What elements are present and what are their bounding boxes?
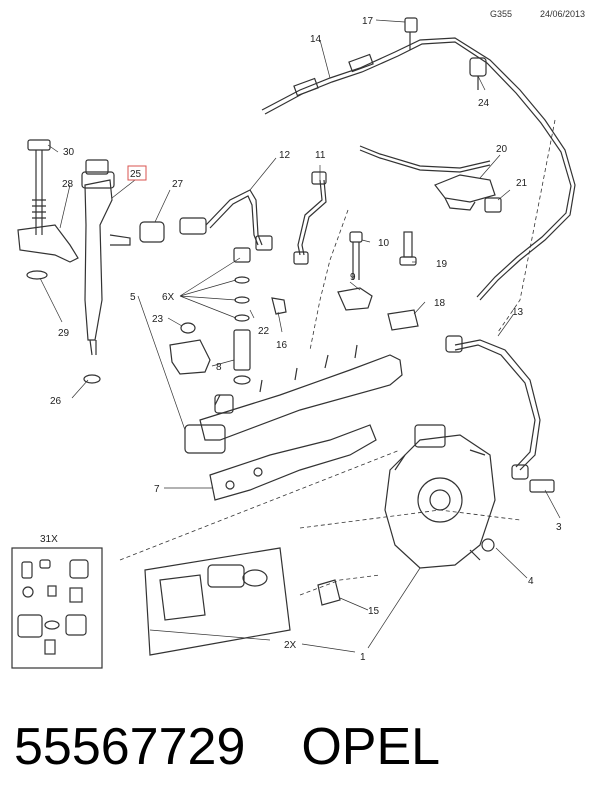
return-line-part[interactable] bbox=[261, 37, 576, 301]
fuel-pipe-part[interactable] bbox=[293, 171, 327, 265]
callout-28: 28 bbox=[62, 179, 74, 190]
spacer-stack[interactable] bbox=[233, 247, 251, 385]
callout-6: 6X bbox=[162, 292, 175, 303]
callout-7: 7 bbox=[154, 484, 160, 495]
diagram-code: G355 bbox=[490, 9, 513, 19]
part-number: 55567729 bbox=[14, 718, 246, 776]
part-footer: 55567729 OPEL bbox=[14, 712, 594, 782]
small-hardware[interactable] bbox=[180, 297, 287, 334]
connector-part[interactable] bbox=[139, 217, 207, 243]
clamp-part[interactable] bbox=[317, 579, 341, 606]
callout-17: 17 bbox=[362, 16, 374, 27]
callout-16: 16 bbox=[276, 340, 288, 351]
callout-13: 13 bbox=[512, 307, 524, 318]
callout-12: 12 bbox=[279, 150, 291, 161]
callout-21: 21 bbox=[516, 178, 528, 189]
callout-31x: 31X bbox=[40, 534, 58, 545]
regulator-inset bbox=[144, 547, 291, 656]
callout-15: 15 bbox=[368, 606, 380, 617]
callout-27: 27 bbox=[172, 179, 184, 190]
diagram-date: 24/06/2013 bbox=[540, 9, 586, 19]
callout-19: 19 bbox=[436, 259, 448, 270]
pump-part[interactable] bbox=[384, 424, 496, 569]
callout-2x: 2X bbox=[284, 640, 297, 651]
callout-20: 20 bbox=[496, 144, 508, 155]
callout-25: 25 bbox=[130, 169, 142, 180]
callout-24: 24 bbox=[478, 98, 490, 109]
injector-assembly[interactable] bbox=[17, 139, 131, 384]
callout-22: 22 bbox=[258, 326, 270, 337]
callout-18: 18 bbox=[434, 298, 446, 309]
high-pressure-pipe[interactable] bbox=[445, 335, 541, 480]
rail-shield-part[interactable] bbox=[209, 424, 377, 501]
bolt-part[interactable] bbox=[349, 231, 417, 280]
brand-name: OPEL bbox=[301, 718, 441, 776]
callout-30: 30 bbox=[63, 147, 75, 158]
bracket-part[interactable] bbox=[434, 174, 502, 213]
bracket-part[interactable] bbox=[169, 339, 211, 375]
highlight-box bbox=[127, 165, 147, 181]
callout-29: 29 bbox=[58, 328, 70, 339]
callout-14: 14 bbox=[310, 34, 322, 45]
callout-1: 1 bbox=[360, 652, 366, 663]
bracket-part[interactable] bbox=[337, 287, 419, 331]
callout-11: 11 bbox=[315, 150, 326, 161]
callout-26: 26 bbox=[50, 396, 62, 407]
fuel-pipe-part[interactable] bbox=[205, 189, 273, 251]
callout-5: 5 bbox=[130, 292, 136, 303]
fuel-rail-part[interactable] bbox=[184, 344, 403, 454]
callout-4: 4 bbox=[528, 576, 534, 587]
callout-8: 8 bbox=[216, 362, 222, 373]
callout-10: 10 bbox=[378, 238, 390, 249]
fitting-part[interactable] bbox=[529, 479, 555, 493]
callout-3: 3 bbox=[556, 522, 562, 533]
callout-23: 23 bbox=[152, 314, 164, 325]
parts-kit-box bbox=[11, 547, 103, 669]
callout-9: 9 bbox=[350, 272, 356, 283]
exploded-parts-diagram: 17 14 24 30 25 12 11 20 28 27 21 10 19 9… bbox=[11, 16, 576, 669]
